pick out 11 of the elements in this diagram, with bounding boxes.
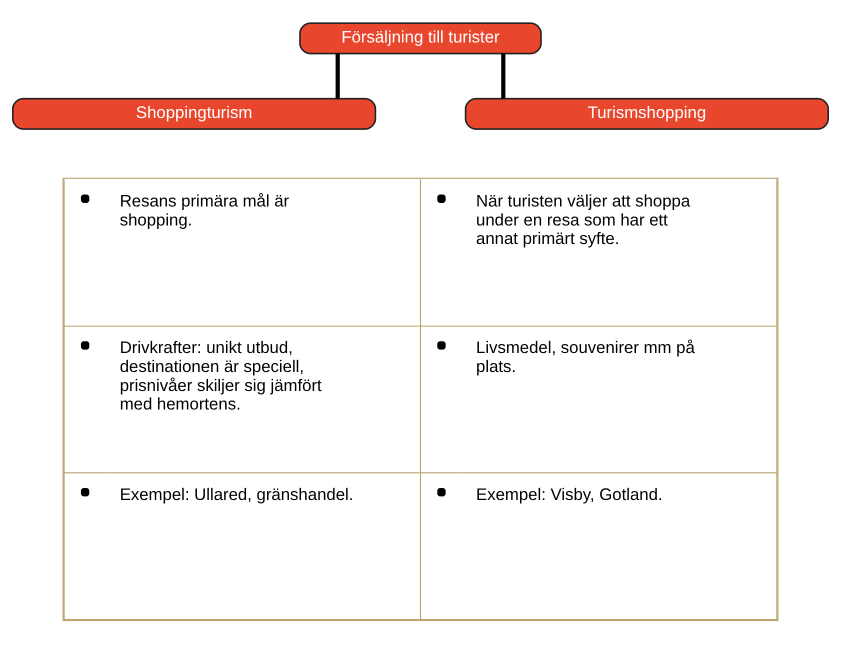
- label: Drivkrafter: unikt utbud, destinationen är speciell, prisnivåer skiljer sig jämfört med hemortens.: [120, 338, 322, 414]
- label: Exempel: Ullared, gränshandel.: [120, 484, 354, 504]
- connector: [336, 53, 340, 98]
- label: Resans primära mål är shopping.: [120, 190, 290, 229]
- label: Exempel: Visby, Gotland.: [476, 484, 663, 504]
- connector: [501, 53, 506, 98]
- node-box: Försäljning till turister: [299, 22, 542, 54]
- node-box: Shoppingturism: [12, 97, 376, 130]
- label: När turisten väljer att shoppa under en resa som har ett annat primärt syfte.: [476, 190, 690, 248]
- node-box: Turismshopping: [464, 97, 829, 130]
- label: Livsmedel, souvenirer mm på plats.: [476, 338, 695, 376]
